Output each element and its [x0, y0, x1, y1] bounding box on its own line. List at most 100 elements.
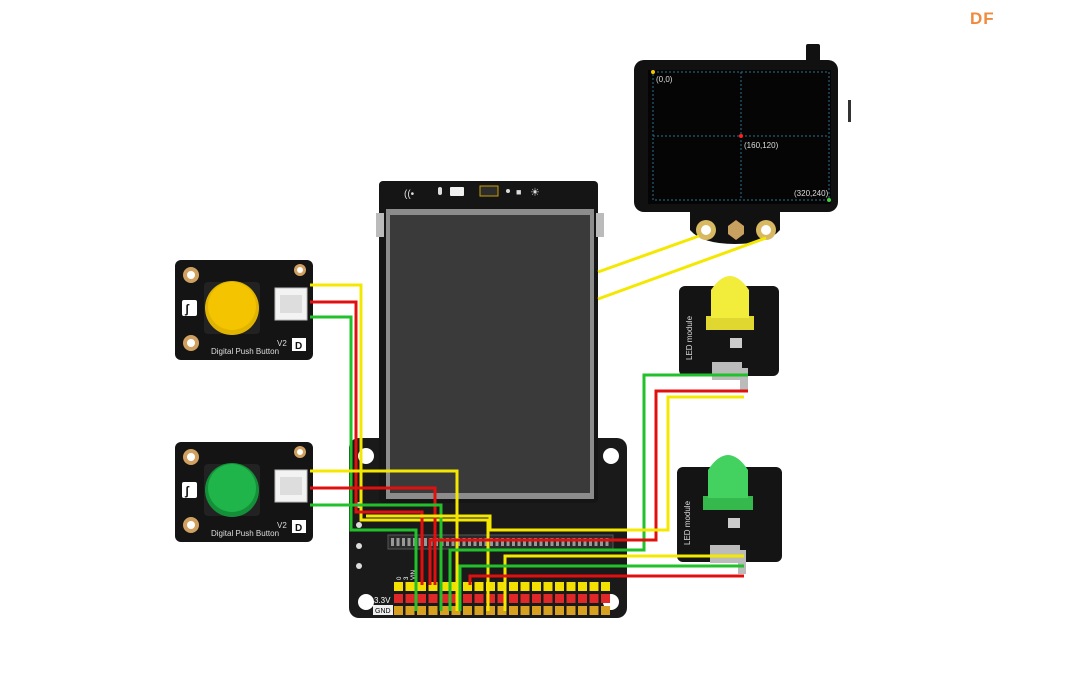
header-pin — [566, 594, 576, 603]
mount-hole-icon — [603, 448, 619, 464]
pin-label-vin: VIN — [411, 570, 417, 580]
edge-pin — [550, 538, 554, 546]
header-pin — [543, 606, 553, 615]
header-pin — [440, 606, 449, 615]
header-pin — [589, 582, 599, 591]
edge-pin — [572, 538, 576, 546]
header-pin — [497, 606, 507, 615]
header-pin — [405, 582, 415, 591]
header-pin — [601, 606, 610, 615]
header-pin — [486, 594, 495, 603]
header-pin — [417, 582, 426, 591]
header-pin — [428, 582, 438, 591]
header-pin — [440, 594, 449, 603]
main-controller: ((• ■ ☀ — [376, 181, 604, 503]
logo-icon — [728, 220, 744, 240]
pin-label-3: 3 — [404, 576, 410, 580]
header-pin — [543, 582, 553, 591]
header-pin — [543, 594, 553, 603]
header-pin — [555, 606, 564, 615]
edge-pin — [462, 538, 466, 546]
edge-pin — [600, 538, 603, 546]
header-pin — [555, 594, 564, 603]
camera-module: (0,0) (160,120) (320,240) — [634, 44, 851, 244]
edge-pin — [539, 538, 543, 546]
brand-mark: D — [295, 523, 302, 534]
button-label: Digital Push Button — [211, 529, 279, 538]
header-pin — [520, 606, 530, 615]
green-led-bulb — [708, 455, 748, 498]
header-pin — [474, 594, 484, 603]
edge-pin — [506, 538, 510, 546]
watermark-logo: DF — [970, 9, 995, 28]
brand-mark: D — [295, 341, 302, 352]
center-label: (160,120) — [744, 141, 779, 150]
edge-pin — [523, 538, 526, 546]
edge-pin — [451, 538, 455, 546]
edge-pin — [517, 538, 521, 546]
yellow-led-bulb — [711, 276, 749, 318]
edge-pin — [391, 538, 394, 546]
header-pin — [394, 582, 403, 591]
header-pin — [486, 606, 495, 615]
header-pin — [555, 582, 564, 591]
edge-pin — [594, 538, 598, 546]
power-label: 3.3V — [374, 596, 391, 605]
camera-sensor-icon — [450, 187, 464, 196]
wifi-icon: ((• — [404, 189, 415, 200]
header-pin — [417, 594, 426, 603]
header-pin — [601, 594, 610, 603]
header-pin — [578, 594, 587, 603]
header-pin — [440, 582, 449, 591]
header-pin — [394, 606, 403, 615]
mount-hole-icon — [358, 594, 374, 610]
header-pin — [509, 594, 518, 603]
led-label: LED module — [683, 500, 692, 545]
speaker-icon: ■ — [516, 187, 521, 197]
corner-label: (320,240) — [794, 189, 829, 198]
edge-pin — [468, 538, 471, 546]
edge-pin — [402, 538, 405, 546]
header-pin — [589, 594, 599, 603]
edge-pin — [473, 538, 477, 546]
led-label: LED module — [685, 315, 694, 360]
pin-label-0: 0 — [397, 576, 403, 580]
edge-pin — [578, 538, 581, 546]
led-module-yellow: LED module — [679, 276, 779, 392]
header-pin — [532, 582, 541, 591]
lcd-screen — [390, 215, 590, 493]
header-pin — [566, 582, 576, 591]
wires — [310, 234, 767, 611]
header-pin — [589, 606, 599, 615]
header-pin — [509, 582, 518, 591]
edge-pin — [490, 538, 493, 546]
button-version: V2 — [277, 521, 287, 530]
header-pin — [532, 606, 541, 615]
header-pin — [428, 606, 438, 615]
button-label: Digital Push Button — [211, 347, 279, 356]
header-pin — [566, 606, 576, 615]
header-pin — [497, 594, 507, 603]
sun-icon: ☀ — [530, 187, 540, 199]
header-pin — [463, 594, 472, 603]
yellow-button-cap — [208, 282, 256, 330]
header-pin — [394, 594, 403, 603]
led-module-green: LED module — [677, 455, 782, 574]
edge-pin — [479, 538, 482, 546]
header-pin — [520, 582, 530, 591]
gnd-label: GND — [375, 608, 391, 615]
edge-pin — [556, 538, 559, 546]
edge-pin — [534, 538, 537, 546]
header-pin — [474, 606, 484, 615]
microphone-icon — [438, 187, 442, 195]
push-button-module-green: ʃ Digital Push Button V2 D — [175, 442, 313, 542]
header-pin — [405, 594, 415, 603]
header-pin — [601, 582, 610, 591]
header-pin — [417, 606, 426, 615]
edge-pin — [396, 538, 400, 546]
header-pin — [474, 582, 484, 591]
header-pin — [578, 582, 587, 591]
green-button-cap — [208, 464, 256, 512]
push-button-module-yellow: ʃ Digital Push Button V2 D — [175, 260, 313, 360]
